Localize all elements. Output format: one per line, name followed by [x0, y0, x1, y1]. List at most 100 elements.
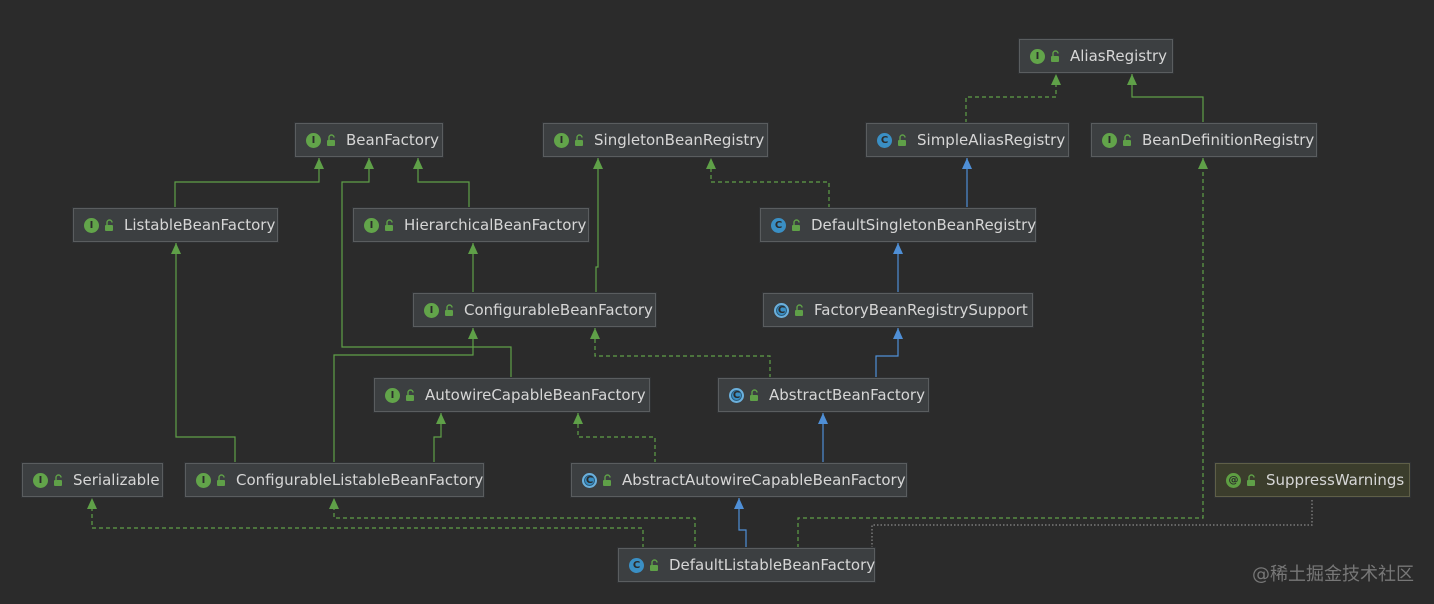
- unlock-icon: [1051, 49, 1059, 62]
- unlock-icon: [327, 133, 335, 146]
- arrowhead-10: [893, 328, 903, 339]
- node-bean-factory[interactable]: I BeanFactory: [295, 123, 443, 157]
- interface-icon: I: [1102, 132, 1117, 148]
- node-label: DefaultListableBeanFactory: [669, 555, 876, 574]
- node-configurable-bean-factory[interactable]: I ConfigurableBeanFactory: [413, 293, 656, 327]
- arrowhead-11: [590, 328, 600, 339]
- unlock-icon: [750, 388, 758, 401]
- arrowhead-9: [364, 158, 374, 169]
- unlock-icon: [445, 303, 453, 316]
- node-label: SingletonBeanRegistry: [594, 130, 765, 149]
- interface-icon: I: [554, 132, 569, 148]
- edge-16: [577, 413, 656, 463]
- watermark: @稀土掘金技术社区: [1252, 564, 1414, 585]
- node-label: ListableBeanFactory: [124, 215, 276, 234]
- node-serializable[interactable]: I Serializable: [22, 463, 163, 497]
- arrowhead-13: [436, 413, 446, 424]
- node-hierarchical-bean-factory[interactable]: I HierarchicalBeanFactory: [353, 208, 589, 242]
- class-icon: C: [582, 472, 597, 488]
- arrowhead-1: [1127, 74, 1137, 85]
- arrowhead-16: [573, 413, 583, 424]
- unlock-icon: [795, 303, 803, 316]
- edge-3: [417, 158, 470, 208]
- node-label: SuppressWarnings: [1266, 470, 1405, 489]
- edge-1: [1131, 74, 1204, 123]
- node-autowire-capable-bean-factory[interactable]: I AutowireCapableBeanFactory: [374, 378, 650, 412]
- edge-20: [797, 158, 1204, 548]
- unlock-icon: [385, 218, 393, 231]
- interface-icon: I: [196, 472, 211, 488]
- annotation-icon: @: [1226, 472, 1241, 488]
- node-label: SimpleAliasRegistry: [917, 130, 1066, 149]
- unlock-icon: [898, 133, 906, 146]
- class-icon: C: [629, 557, 644, 573]
- unlock-icon: [54, 473, 62, 486]
- node-label: FactoryBeanRegistrySupport: [814, 300, 1028, 319]
- arrowhead-12: [171, 243, 181, 254]
- arrowhead-7: [593, 158, 603, 169]
- class-icon: C: [774, 302, 789, 318]
- edge-10: [875, 328, 899, 378]
- node-label: ConfigurableListableBeanFactory: [236, 470, 484, 489]
- edge-2: [174, 158, 320, 208]
- edge-17: [738, 498, 747, 548]
- edge-18: [333, 498, 696, 548]
- node-singleton-bean-registry[interactable]: I SingletonBeanRegistry: [543, 123, 768, 157]
- edge-0: [965, 74, 1057, 123]
- edge-11: [594, 328, 771, 378]
- edge-7: [595, 158, 599, 293]
- arrowhead-4: [962, 158, 972, 169]
- node-simple-alias-registry[interactable]: C SimpleAliasRegistry: [866, 123, 1069, 157]
- edge-19: [91, 498, 644, 548]
- node-suppress-warnings[interactable]: @ SuppressWarnings: [1215, 463, 1410, 497]
- edge-12: [175, 243, 236, 463]
- arrowhead-15: [818, 413, 828, 424]
- node-label: HierarchicalBeanFactory: [404, 215, 587, 234]
- arrowhead-5: [706, 158, 716, 169]
- node-label: BeanDefinitionRegistry: [1142, 130, 1315, 149]
- unlock-icon: [217, 473, 225, 486]
- arrowhead-8: [893, 243, 903, 254]
- edge-21: [871, 498, 1313, 548]
- node-configurable-listable-bean-factory[interactable]: I ConfigurableListableBeanFactory: [185, 463, 484, 497]
- class-icon: C: [771, 217, 786, 233]
- edge-5: [710, 158, 830, 208]
- node-label: ConfigurableBeanFactory: [464, 300, 653, 319]
- edge-14: [333, 328, 474, 463]
- arrowhead-20: [1198, 158, 1208, 169]
- node-label: AbstractAutowireCapableBeanFactory: [622, 470, 906, 489]
- interface-icon: I: [364, 217, 379, 233]
- interface-icon: I: [385, 387, 400, 403]
- node-default-listable-bean-factory[interactable]: C DefaultListableBeanFactory: [618, 548, 875, 582]
- unlock-icon: [1123, 133, 1131, 146]
- class-icon: C: [877, 132, 892, 148]
- arrowhead-18: [329, 498, 339, 509]
- interface-icon: I: [306, 132, 321, 148]
- node-label: BeanFactory: [346, 130, 440, 149]
- arrowhead-6: [468, 243, 478, 254]
- class-icon: C: [729, 387, 744, 403]
- node-label: AutowireCapableBeanFactory: [425, 385, 646, 404]
- interface-icon: I: [1030, 48, 1045, 64]
- node-factory-bean-registry-support[interactable]: C FactoryBeanRegistrySupport: [763, 293, 1033, 327]
- edge-13: [433, 413, 442, 463]
- node-label: Serializable: [73, 470, 160, 489]
- arrowhead-2: [314, 158, 324, 169]
- arrowhead-0: [1051, 74, 1061, 85]
- arrowhead-17: [734, 498, 744, 509]
- interface-icon: I: [33, 472, 48, 488]
- unlock-icon: [1247, 473, 1255, 486]
- node-bean-definition-registry[interactable]: I BeanDefinitionRegistry: [1091, 123, 1317, 157]
- interface-icon: I: [424, 302, 439, 318]
- unlock-icon: [575, 133, 583, 146]
- node-abstract-autowire-capable-bean-factory[interactable]: C AbstractAutowireCapableBeanFactory: [571, 463, 907, 497]
- arrowhead-19: [87, 498, 97, 509]
- unlock-icon: [105, 218, 113, 231]
- unlock-icon: [792, 218, 800, 231]
